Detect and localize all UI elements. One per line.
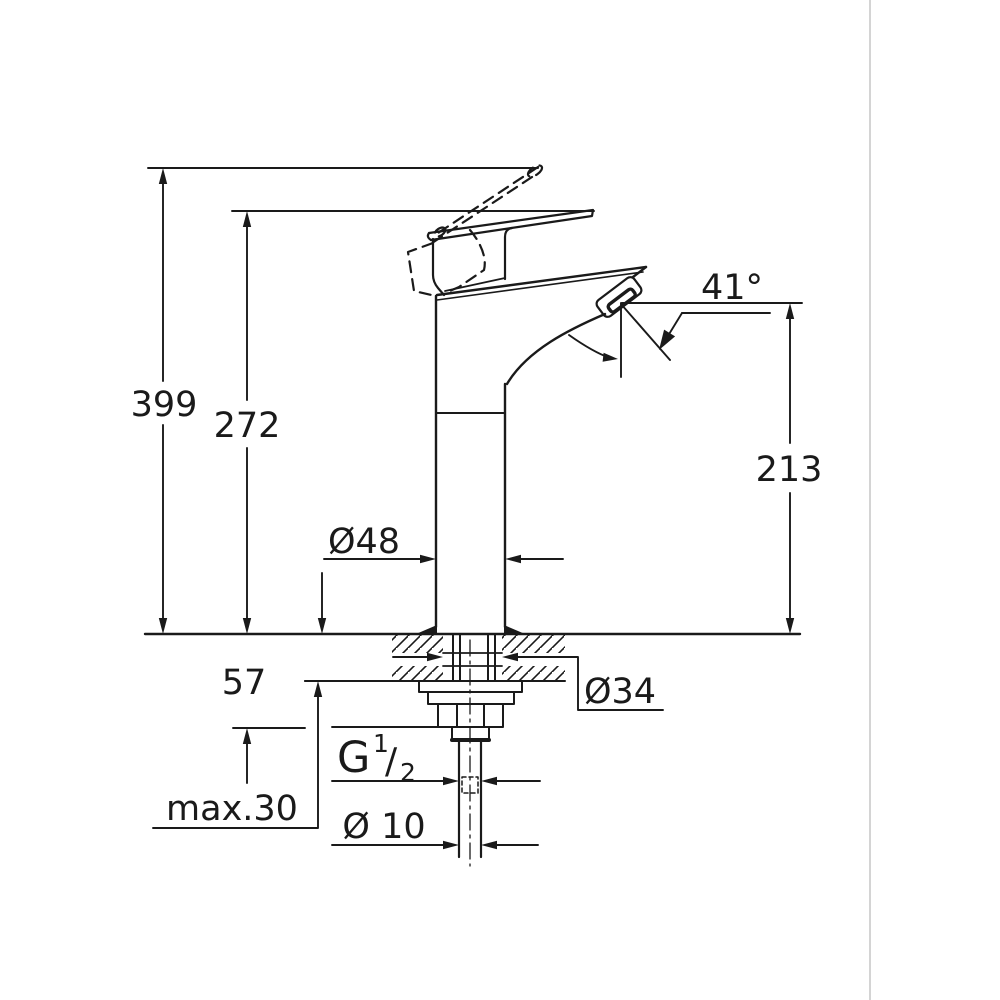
dimension-arrowheads (158, 168, 795, 850)
aerator (595, 276, 643, 318)
thread-denominator: 2 (400, 758, 416, 787)
dim-spout-outlet-height: 213 (756, 450, 823, 490)
thread-zone-marker (461, 776, 479, 794)
dim-overall-height: 399 (131, 385, 198, 425)
thread-letter: G (337, 733, 370, 783)
thread-slash: / (385, 741, 398, 782)
thread-numerator: 1 (373, 729, 389, 758)
dimension-lines (147, 167, 803, 846)
dim-outlet-angle: 41° (701, 268, 763, 308)
handle-dashed-open (406, 164, 544, 298)
dim-max-deck-thickness: max.30 (166, 789, 298, 829)
dim-handle-top-height: 272 (214, 406, 281, 446)
supply-pipe (457, 639, 483, 867)
angle-leader-arrow (659, 329, 676, 350)
dim-shank-below-deck: 57 (222, 663, 267, 703)
mounting-deck-hatch (392, 635, 565, 681)
swing-arc-arrow (602, 352, 618, 362)
drawing-linework (143, 164, 803, 867)
dimension-labels: 399 272 213 41° Ø48 Ø34 57 max.30 Ø 10 G… (131, 268, 823, 847)
dim-deck-hole-diameter: Ø34 (584, 672, 656, 712)
handle-solid (426, 208, 595, 297)
dim-thread-size: G 1 / 2 (337, 729, 416, 787)
stream-angle-line (620, 303, 671, 361)
dim-supply-pipe-diameter: Ø 10 (342, 807, 425, 847)
dim-body-diameter: Ø48 (328, 522, 400, 562)
faucet-body (416, 265, 648, 634)
